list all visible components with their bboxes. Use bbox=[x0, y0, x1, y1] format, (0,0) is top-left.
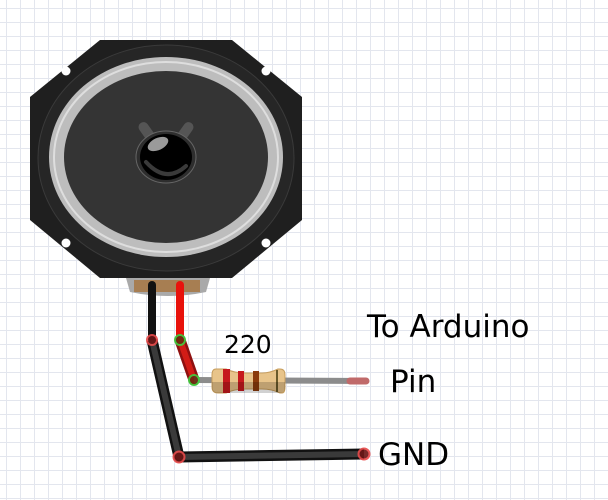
junction-point[interactable] bbox=[172, 450, 186, 464]
mounting-hole bbox=[261, 66, 271, 76]
mounting-hole bbox=[261, 238, 271, 248]
mounting-hole bbox=[61, 66, 71, 76]
speaker-terminal-block bbox=[134, 280, 200, 292]
resistor-band-3 bbox=[253, 371, 259, 391]
speaker[interactable] bbox=[30, 40, 302, 296]
gnd-label: GND bbox=[378, 437, 450, 473]
arduino-label: To Arduino bbox=[367, 309, 530, 345]
red-jumper-wire[interactable] bbox=[174, 334, 200, 386]
resistor-band-2 bbox=[238, 371, 244, 391]
pin-label: Pin bbox=[390, 364, 437, 400]
junction-point[interactable] bbox=[146, 334, 158, 346]
junction-point[interactable] bbox=[188, 374, 200, 386]
speaker-dust-cap bbox=[135, 122, 197, 184]
resistor-value-label: 220 bbox=[224, 330, 272, 359]
resistor-band-1 bbox=[223, 369, 230, 393]
gnd-endpoint[interactable] bbox=[357, 447, 371, 461]
resistor-band-4 bbox=[276, 370, 278, 392]
mounting-hole bbox=[61, 238, 71, 248]
junction-point[interactable] bbox=[174, 334, 186, 346]
resistor[interactable] bbox=[211, 368, 286, 394]
speaker-leads bbox=[148, 281, 184, 342]
